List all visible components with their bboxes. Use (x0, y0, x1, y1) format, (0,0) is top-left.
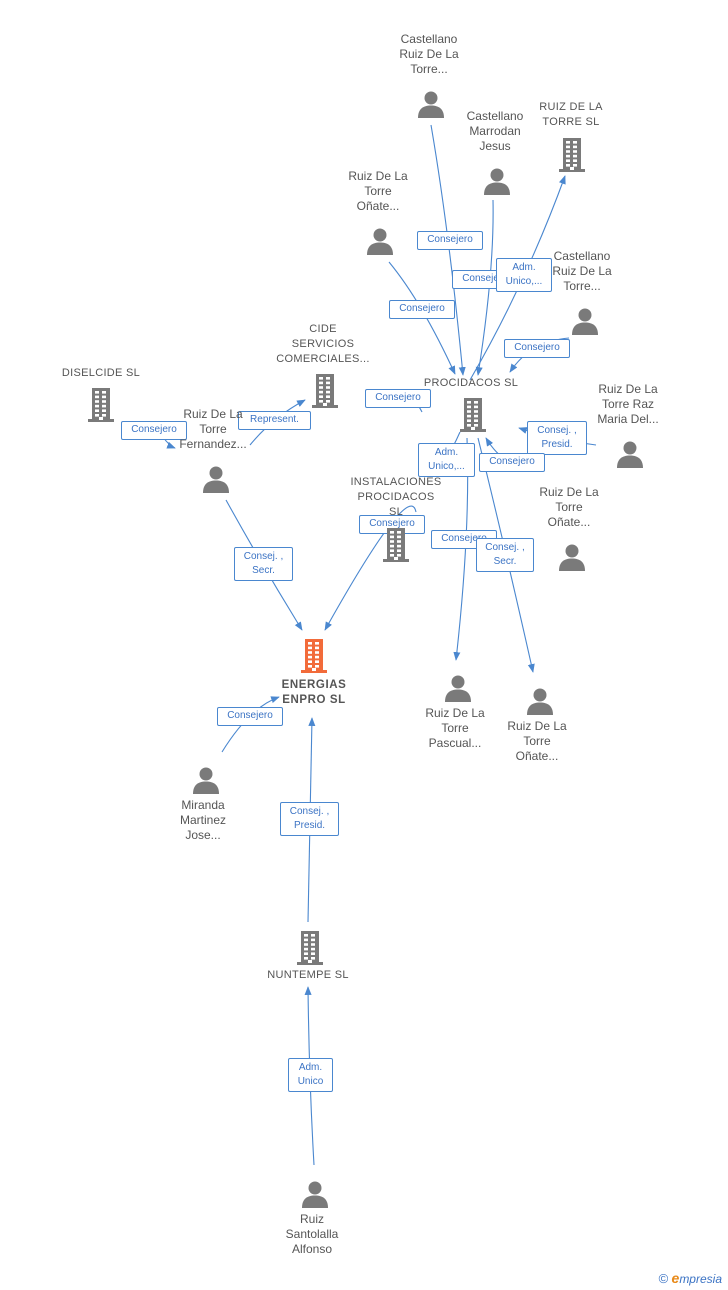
building-icon (381, 527, 411, 568)
node-label: Ruiz De La Torre Oñate... (348, 169, 408, 213)
building-icon (299, 638, 329, 679)
node-label: Castellano Ruiz De La Torre... (399, 32, 459, 76)
node-label: RUIZ DE LA TORRE SL (539, 101, 603, 128)
node-label: Castellano Marrodan Jesus (466, 109, 524, 153)
person-icon (201, 464, 231, 499)
person-icon (191, 765, 221, 800)
building-icon (458, 397, 488, 438)
node-label: Ruiz De La Torre Raz Maria Del... (597, 382, 659, 426)
edge-label[interactable]: Consejero (365, 389, 431, 408)
node-label: CIDE SERVICIOS COMERCIALES... (276, 323, 370, 365)
edge-label[interactable]: Consejero (504, 339, 570, 358)
edge-label[interactable]: Adm. Unico (288, 1058, 333, 1092)
edge-label[interactable]: Consej. , Presid. (527, 421, 587, 455)
node-label: Ruiz De La Torre Oñate... (507, 719, 567, 763)
edge-label[interactable]: Consejero (479, 453, 545, 472)
edge-label[interactable]: Consej. , Presid. (280, 802, 339, 836)
edge-label[interactable]: Consejero (121, 421, 187, 440)
edge-label[interactable]: Consejero (217, 707, 283, 726)
node-label: Castellano Ruiz De La Torre... (552, 249, 612, 293)
person-icon (300, 1179, 330, 1214)
building-icon (310, 373, 340, 414)
person-icon (416, 89, 446, 124)
node-label: Ruiz Santolalla Alfonso (285, 1212, 339, 1256)
edge-label[interactable]: Consejero (389, 300, 455, 319)
edge-label[interactable]: Consej. , Secr. (476, 538, 534, 572)
brand-name: mpresia (679, 1272, 722, 1286)
edge-label[interactable]: Consejero (417, 231, 483, 250)
person-icon (615, 439, 645, 474)
person-icon (443, 673, 473, 708)
building-icon (295, 930, 325, 971)
building-icon (557, 137, 587, 178)
node-label: Ruiz De La Torre Oñate... (539, 485, 599, 529)
copyright-symbol: © (658, 1271, 669, 1286)
node-label: Ruiz De La Torre Pascual... (425, 706, 485, 750)
building-icon (86, 387, 116, 428)
person-icon (365, 226, 395, 261)
person-icon (482, 166, 512, 201)
node-label: Ruiz De La Torre Fernandez... (179, 407, 247, 451)
brand-e: e (671, 1270, 680, 1286)
node-label: DISELCIDE SL (61, 367, 141, 379)
person-icon (525, 686, 555, 721)
node-label: INSTALACIONES PROCIDACOS SL (350, 476, 442, 518)
node-label: Miranda Martinez Jose... (179, 798, 226, 842)
node-label: NUNTEMPE SL (267, 969, 349, 981)
node-label: PROCIDACOS SL (423, 377, 519, 389)
person-icon (557, 542, 587, 577)
edge-label[interactable]: Adm. Unico,... (496, 258, 552, 292)
node-label: ENERGIAS ENPRO SL (281, 679, 347, 706)
person-icon (570, 306, 600, 341)
edge-label[interactable]: Adm. Unico,... (418, 443, 475, 477)
edge-label[interactable]: Represent. (238, 411, 311, 430)
edge-label[interactable]: Consej. , Secr. (234, 547, 293, 581)
empresia-watermark: © empresia (659, 1270, 722, 1286)
